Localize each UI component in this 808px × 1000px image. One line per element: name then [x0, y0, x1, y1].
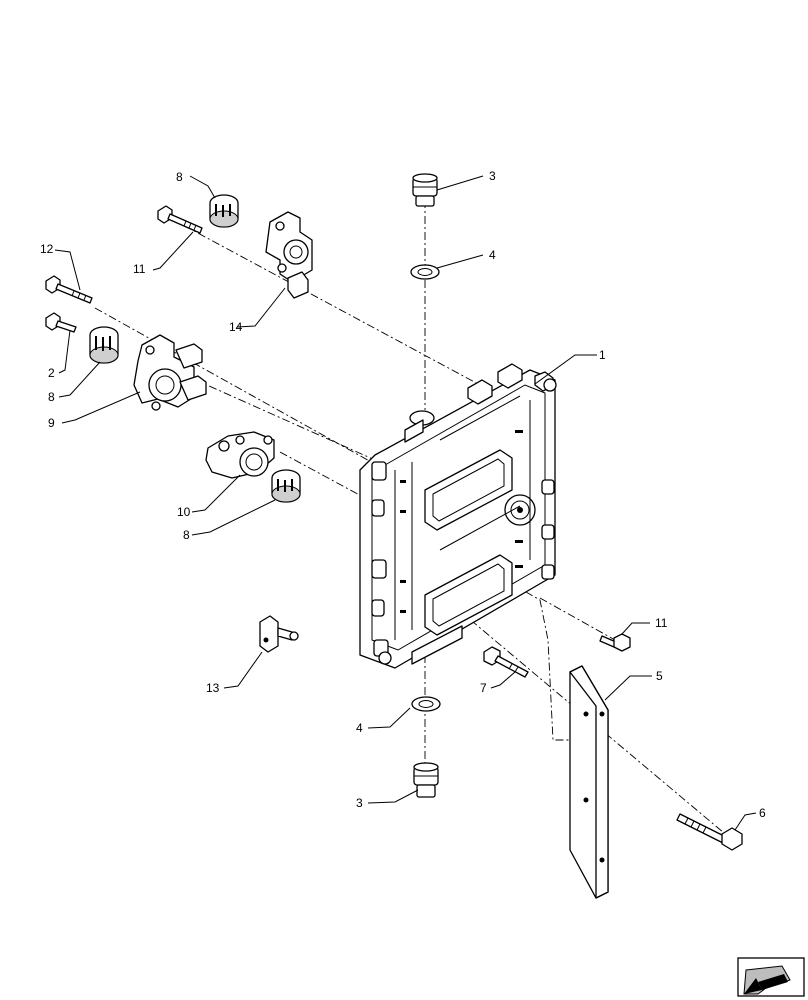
knob-part-8-left — [89, 326, 119, 364]
callout-9: 9 — [48, 416, 55, 430]
knob-part-8-top — [209, 194, 239, 228]
callout-5: 5 — [656, 669, 663, 683]
bolt-part-12-lower — [45, 275, 93, 304]
callout-12-upper: 11 — [133, 262, 146, 276]
leader-lines — [54, 175, 757, 831]
bolt-part-7 — [483, 646, 529, 678]
bracket-part-10 — [205, 431, 275, 479]
callout-11: 11 — [655, 616, 668, 630]
fitting-part-3-bottom — [413, 762, 439, 798]
fitting-part-3-top — [412, 173, 438, 207]
callout-10: 10 — [177, 505, 191, 519]
callout-7: 7 — [480, 681, 487, 695]
bracket-part-9 — [133, 334, 207, 411]
callout-4-bottom: 4 — [356, 721, 363, 735]
arrow-left-down-icon[interactable] — [737, 957, 805, 997]
callout-12-lower: 12 — [40, 242, 54, 256]
callout-3-bottom: 3 — [356, 796, 363, 810]
callout-14: 14 — [229, 320, 243, 334]
knob-part-8-mid — [271, 469, 301, 503]
bolt-part-11 — [599, 633, 631, 652]
callout-8-top: 8 — [176, 170, 183, 184]
bracket-part-14 — [265, 211, 313, 299]
bolt-part-12-upper — [157, 205, 203, 234]
angle-bracket-part-5 — [569, 665, 609, 899]
callout-1: 1 — [599, 348, 606, 362]
callout-13: 13 — [206, 681, 220, 695]
washer-part-4-bottom — [411, 696, 441, 712]
callout-6: 6 — [759, 806, 766, 820]
callout-2: 2 — [48, 366, 55, 380]
callout-3-top: 3 — [489, 169, 496, 183]
callout-8-mid: 8 — [183, 528, 190, 542]
callout-8-left: 8 — [48, 390, 55, 404]
washer-part-4-top — [410, 264, 440, 280]
callout-labels: 3 4 1 8 11 12 14 2 8 9 10 8 11 13 7 4 3 … — [40, 169, 766, 820]
sensor-part-13 — [259, 615, 299, 653]
control-module-part-1 — [359, 363, 557, 669]
bolt-part-2 — [45, 312, 77, 333]
bolt-part-6 — [676, 813, 743, 851]
callout-4-top: 4 — [489, 248, 496, 262]
